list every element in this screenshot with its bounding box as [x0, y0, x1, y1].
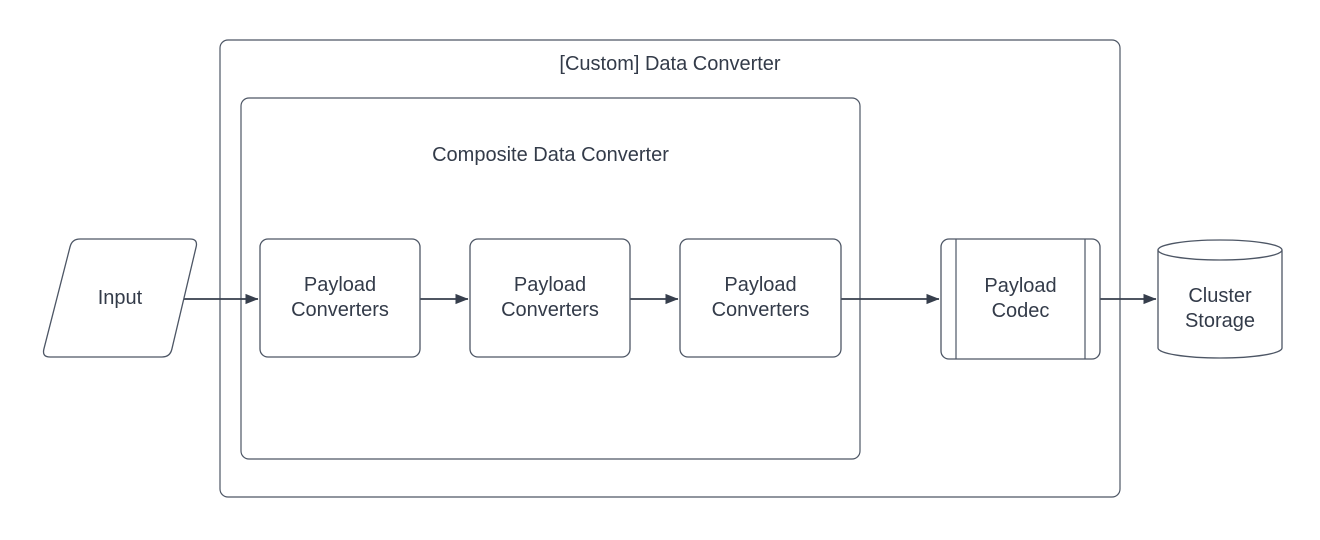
input-parallelogram: [42, 238, 198, 358]
cluster-storage-cylinder-top: [1157, 239, 1283, 261]
cluster-storage-cylinder-body: [1157, 250, 1283, 359]
custom-data-converter-container: [219, 39, 1121, 498]
payload-converters-2-box: [469, 238, 631, 358]
composite-data-converter-container: [240, 97, 861, 460]
payload-codec-box: [940, 238, 1101, 360]
payload-converters-1-box: [259, 238, 421, 358]
payload-converters-3-box: [679, 238, 842, 358]
